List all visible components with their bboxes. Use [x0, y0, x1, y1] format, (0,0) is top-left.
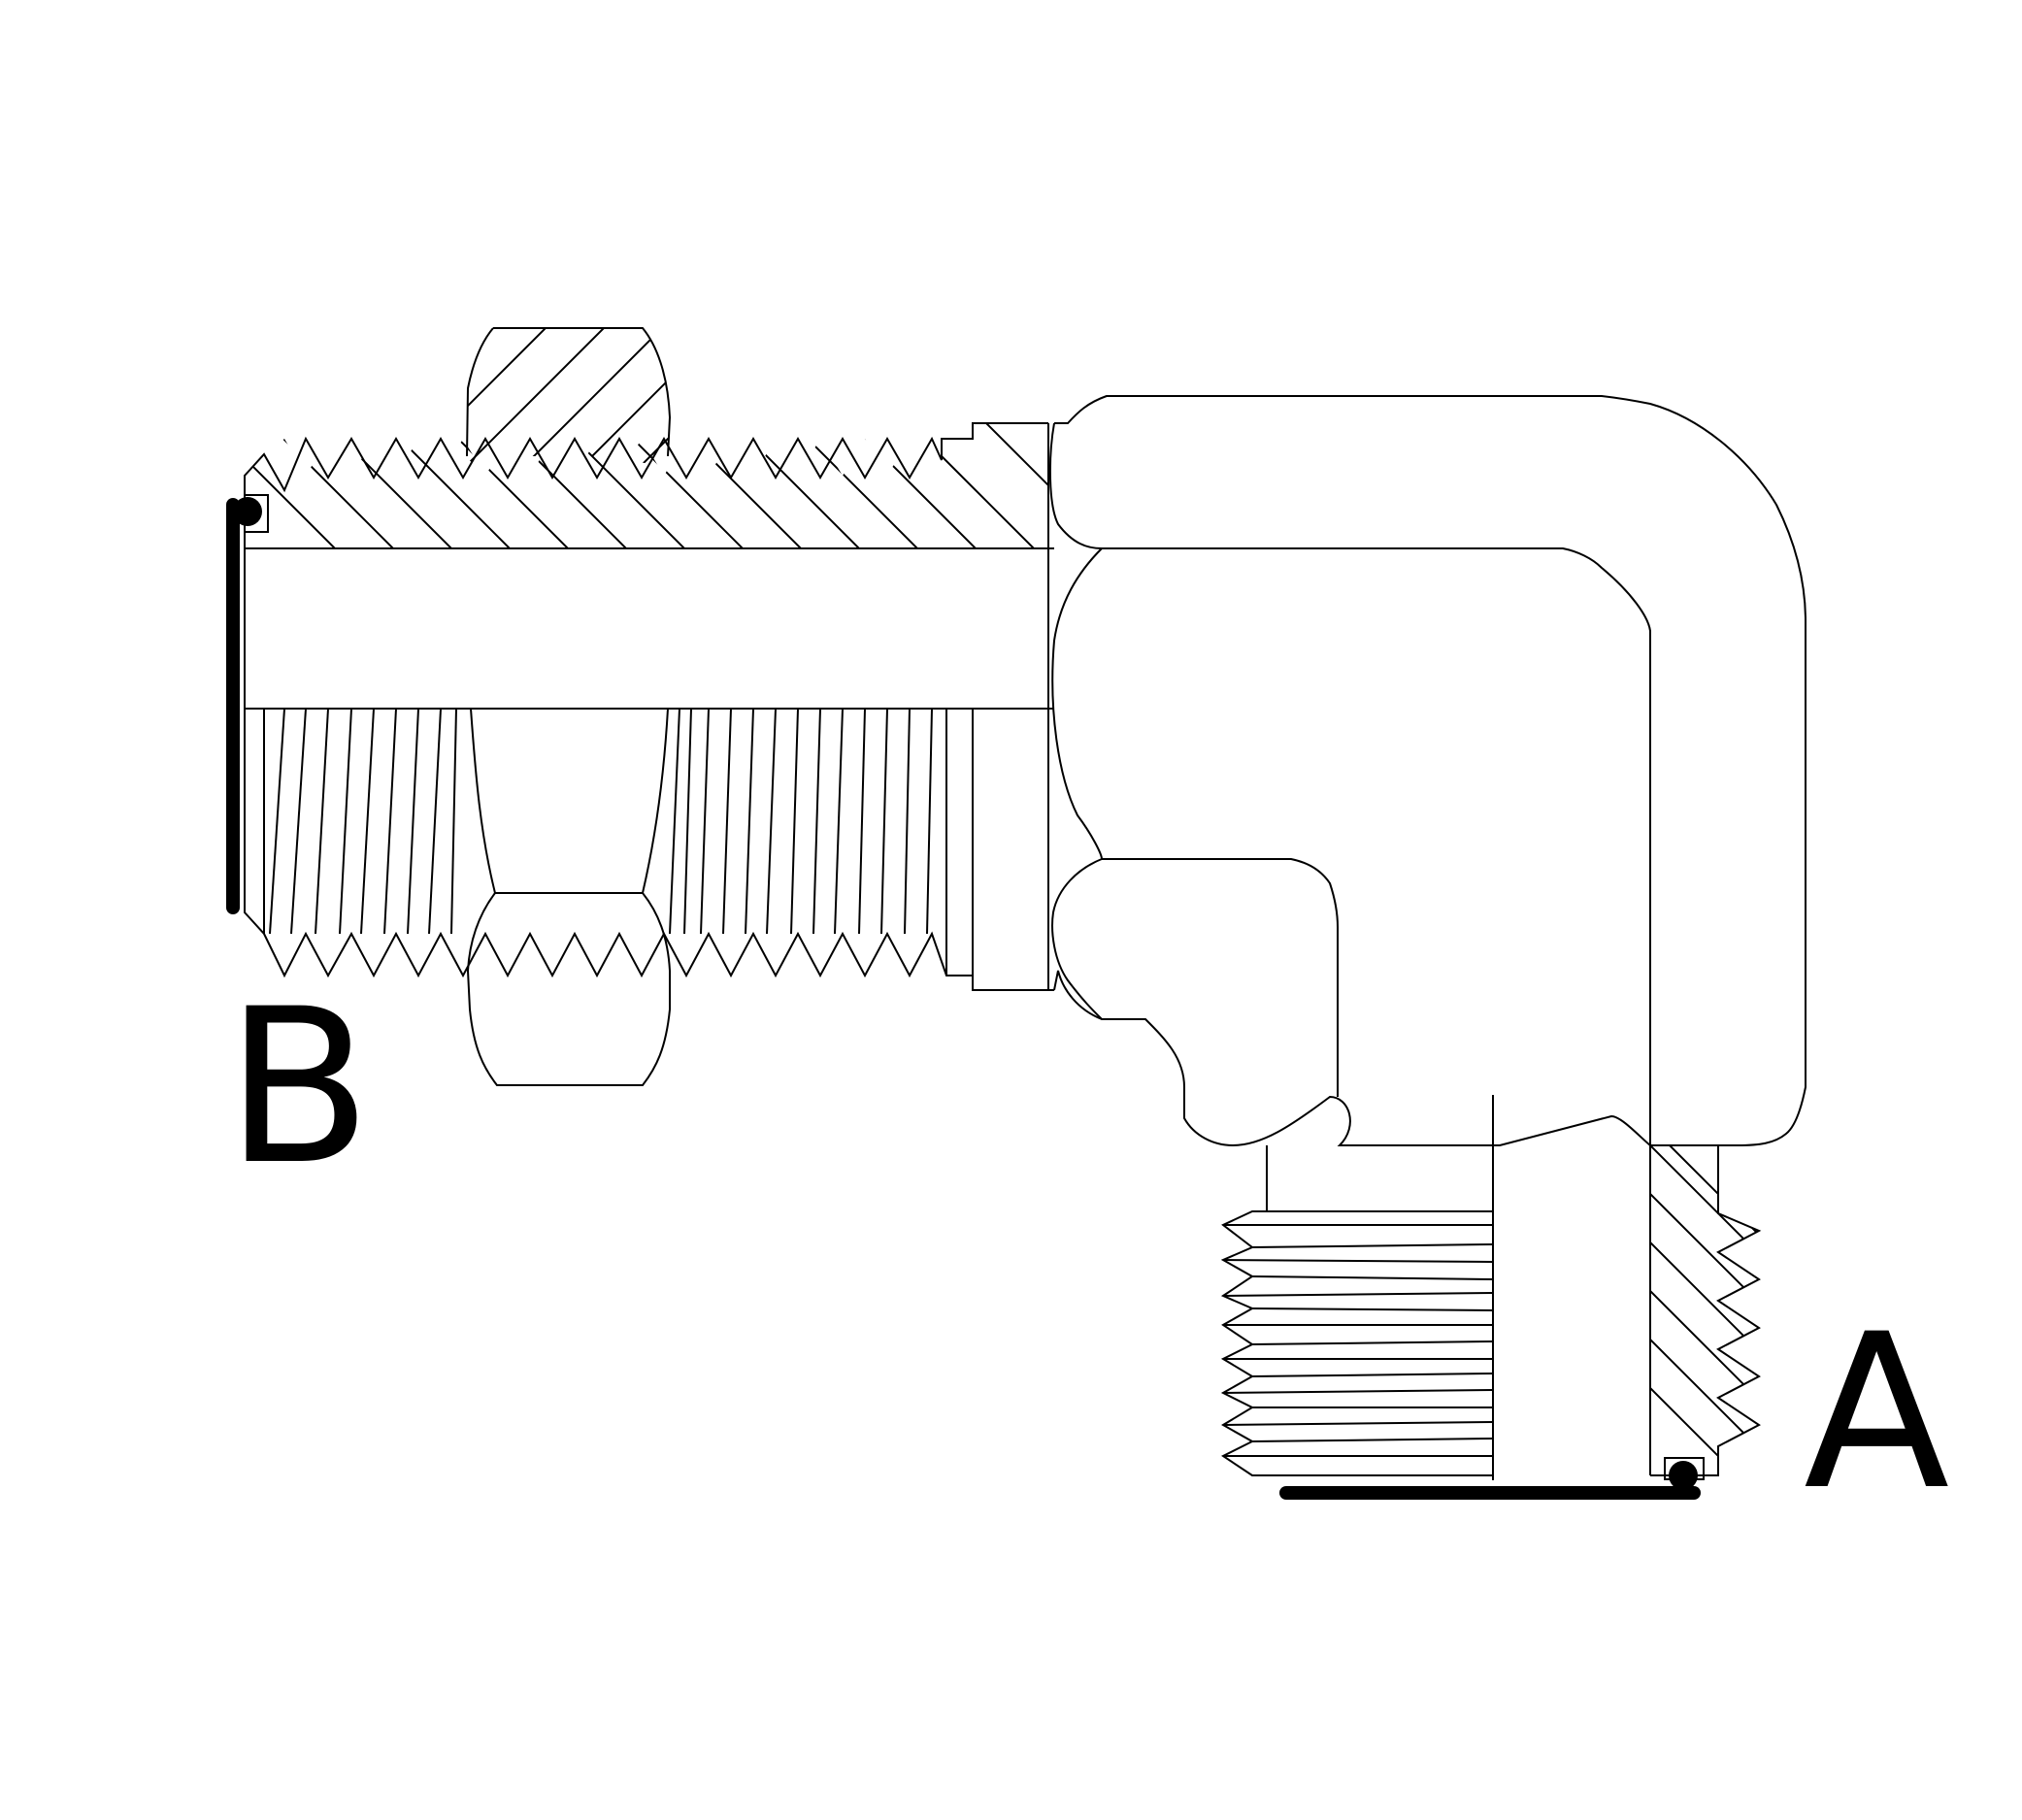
port-a-seal	[1279, 1457, 1705, 1500]
lock-nut-top-hatching	[467, 328, 670, 464]
bottom-thread-right-profile	[1650, 1145, 1762, 1476]
left-thread-top-profile	[244, 422, 1048, 548]
port-a-label: A	[1804, 1288, 1950, 1537]
elbow-side-port	[1102, 858, 1339, 1097]
left-thread-top-hatching	[245, 423, 1048, 548]
left-thread-bottom-flanks	[263, 708, 974, 990]
left-thread-bottom-profile	[244, 709, 1054, 991]
elbow-inner-bore	[1102, 547, 1651, 1145]
bottom-thread-left-flanks	[1222, 1210, 1494, 1457]
elbow-body-outline	[1053, 395, 1807, 1147]
port-b-seal	[226, 494, 269, 914]
lock-nut-top-section	[466, 327, 672, 457]
elbow-left-face	[1048, 422, 1105, 1020]
lock-nut-bottom-outline	[466, 708, 671, 1086]
port-b-label: B	[225, 963, 372, 1211]
bottom-thread-right-hatching	[1650, 1145, 1759, 1475]
